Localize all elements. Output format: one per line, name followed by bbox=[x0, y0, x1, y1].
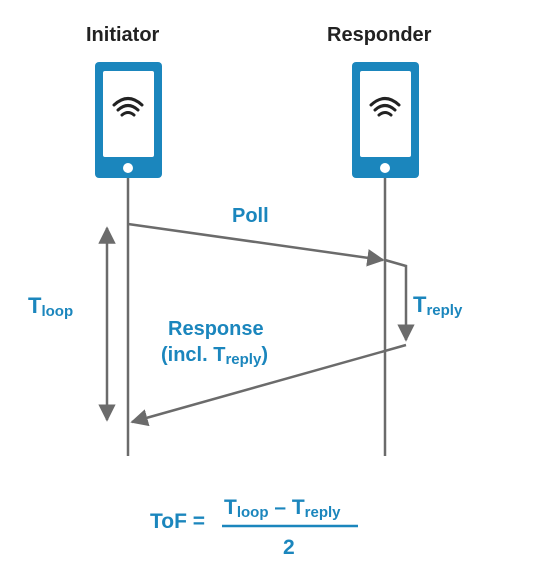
response-note: (incl. Treply) bbox=[161, 344, 268, 368]
tloop-label: Tloop bbox=[28, 293, 74, 320]
treply-label: Treply bbox=[413, 292, 463, 319]
treply-bracket bbox=[384, 258, 415, 342]
response-arrow bbox=[130, 343, 407, 427]
wifi-icon bbox=[369, 97, 401, 117]
response-label: Response bbox=[168, 318, 264, 340]
responder-phone-icon bbox=[352, 62, 419, 178]
poll-arrow bbox=[127, 222, 385, 267]
wifi-icon bbox=[112, 97, 144, 117]
responder-title: Responder bbox=[327, 24, 432, 46]
initiator-title: Initiator bbox=[86, 24, 160, 46]
poll-label: Poll bbox=[232, 205, 269, 227]
formula-numerator: Tloop – Treply bbox=[224, 496, 341, 521]
formula-lhs: ToF = bbox=[150, 510, 206, 533]
initiator-phone-icon bbox=[95, 62, 162, 178]
formula-denominator: 2 bbox=[283, 536, 295, 559]
